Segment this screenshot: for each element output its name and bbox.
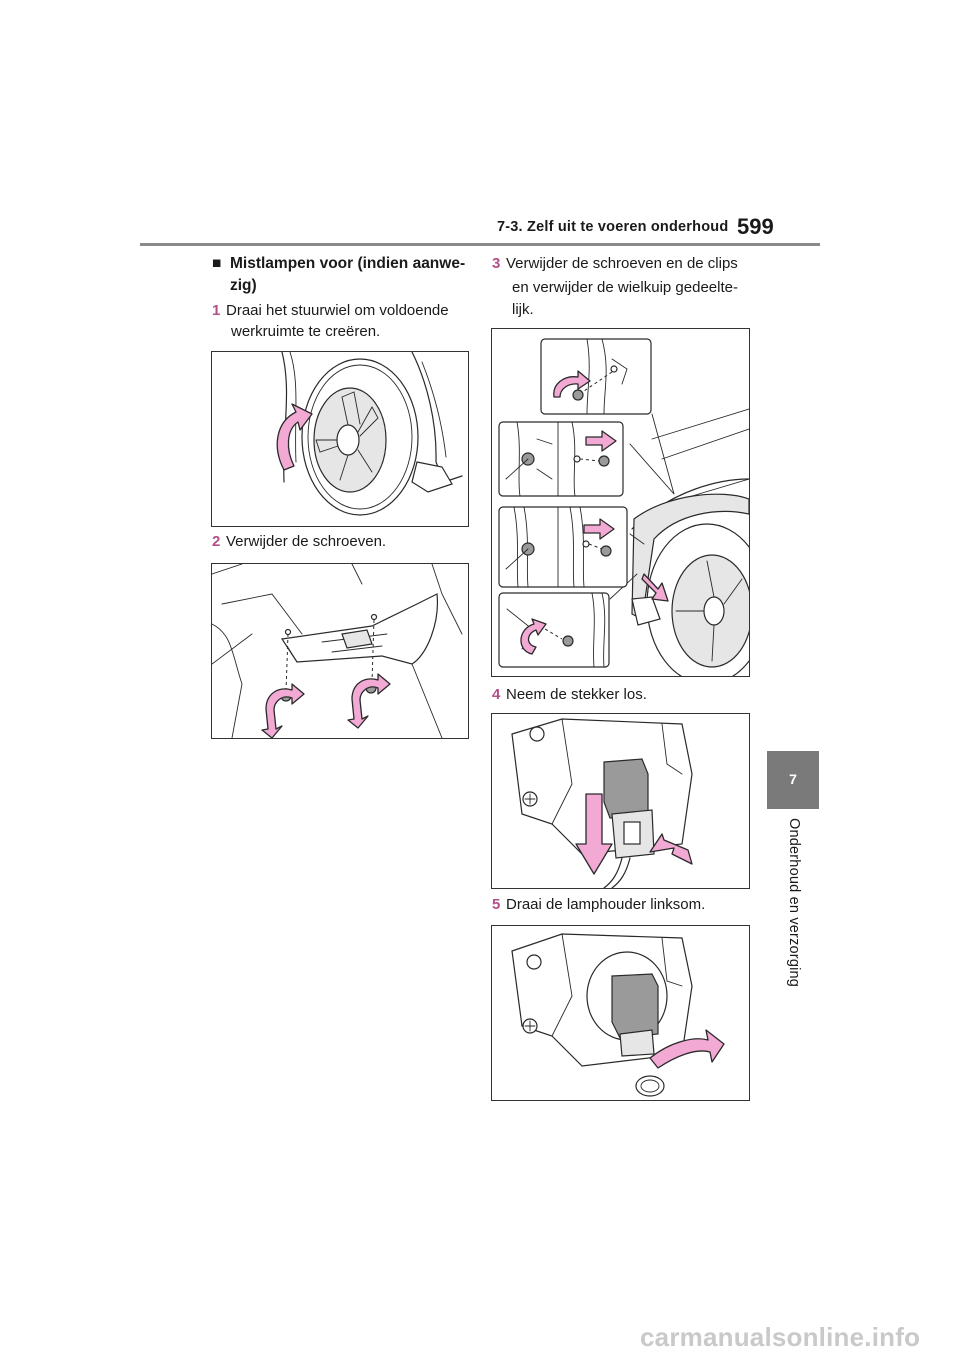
step-text: Neem de stekker los. [506,686,647,703]
step-4: 4 Neem de stekker los. [492,683,647,706]
figure-remove-screws [211,563,469,739]
heading-line-2: zig) [230,277,257,294]
step-text: Verwijder de schroeven en de clips [506,255,738,272]
heading-line-1: Mistlampen voor (indien aanwe- [230,255,466,272]
step-1-line-2: werkruimte te creëren. [231,323,381,340]
step-text: Draai de lamphouder linksom. [506,896,706,913]
chapter-tab[interactable]: 7 [767,751,819,809]
step-3-line-3: lijk. [512,301,534,318]
figure-turn-wheel [211,351,469,527]
watermark: carmanualsonline.info [640,1322,921,1352]
step-text: Draai het stuurwiel om voldoende [226,302,449,319]
step-number: 4 [492,686,501,703]
step-text: Verwijder de schroeven. [226,533,387,550]
section-heading: ■ Mistlampen voor (indien aanwe- [212,252,465,276]
step-5: 5 Draai de lamphouder linksom. [492,893,705,916]
step-3-line-2: en verwijder de wielkuip gedeelte- [512,279,738,296]
figure-wheel-housing [491,328,750,677]
step-1: 1 Draai het stuurwiel om voldoende [212,299,449,322]
step-number: 3 [492,255,501,272]
step-number: 5 [492,896,501,913]
header-rule [140,243,820,246]
page-number: 599 [737,214,774,239]
heading-marker: ■ [212,255,222,272]
step-number: 2 [212,533,221,550]
figure-rotate-lamp-holder [491,925,750,1101]
figure-disconnect-connector [491,713,750,889]
step-3: 3 Verwijder de schroeven en de clips [492,252,738,275]
chapter-title: Onderhoud en verzorging [786,818,802,988]
section-title: 7-3. Zelf uit te voeren onderhoud [497,219,729,235]
step-2: 2 Verwijder de schroeven. [212,530,386,553]
chapter-number: 7 [789,771,797,787]
step-number: 1 [212,302,221,319]
